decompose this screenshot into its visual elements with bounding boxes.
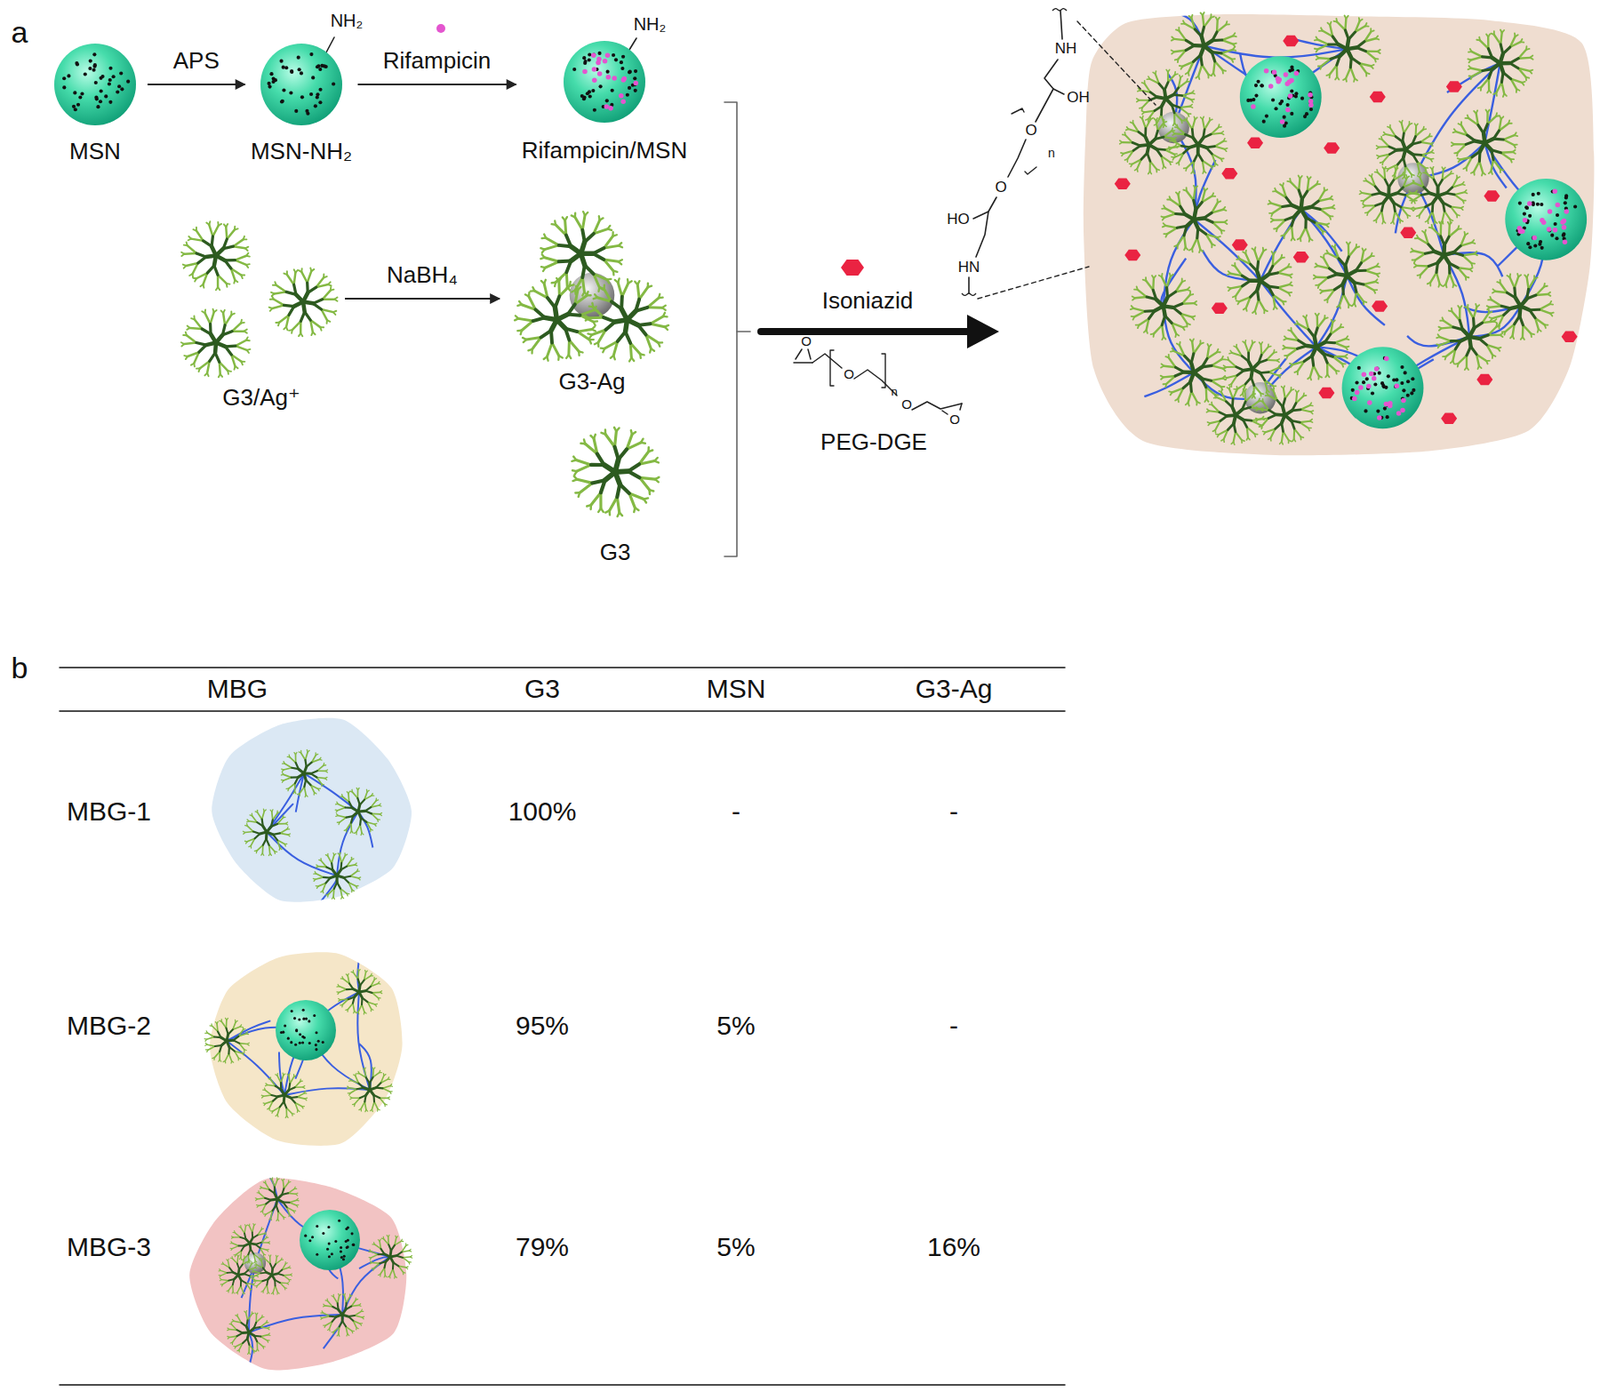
figure-stage: MSNMSN-NH₂Rifampicin/MSNG3/Ag⁺G3-AgG3aNH… — [0, 0, 1600, 1392]
